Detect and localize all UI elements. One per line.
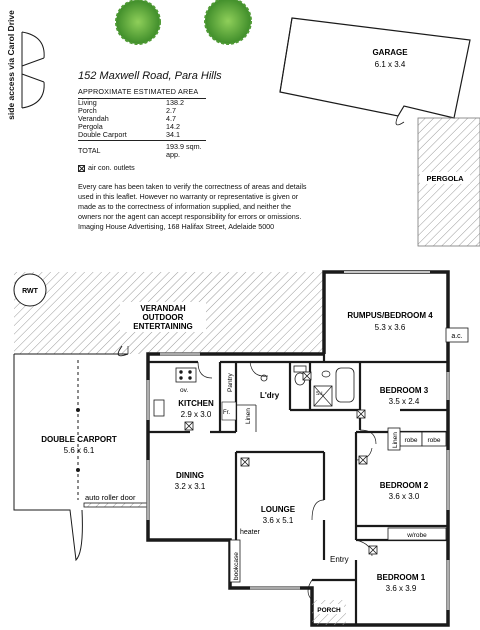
garage-size: 6.1 x 3.4 (375, 60, 406, 69)
pergola-label: PERGOLA (426, 174, 464, 183)
side-access-gate (21, 31, 45, 109)
rainwater-tank (13, 273, 47, 307)
verandah-line-1: VERANDAH (140, 304, 186, 313)
legend: air con. outlets (78, 163, 308, 173)
verandah-line-2: OUTDOOR (143, 313, 184, 322)
wrobe-box (387, 527, 447, 541)
bedroom3-name: BEDROOM 3 (380, 386, 429, 395)
disclaimer: Every care has been taken to verify the … (78, 182, 310, 232)
linen-label-hall: Linen (392, 432, 399, 448)
roller-door (83, 502, 149, 508)
porch-label: PORCH (317, 607, 341, 614)
kitchen-size: 2.9 x 3.0 (181, 410, 212, 419)
oven-label: ov. (180, 387, 188, 394)
area-title: APPROXIMATE ESTIMATED AREA (78, 87, 206, 99)
carport-size: 5.6 x 6.1 (64, 446, 95, 455)
entry-label: Entry (330, 555, 349, 564)
window-glazing (147, 353, 449, 610)
pantry-label: Pantry (227, 372, 234, 392)
bedroom2-name: BEDROOM 2 (380, 481, 429, 490)
disclaimer-text: Every care has been taken to verify the … (78, 181, 307, 221)
cooktop-burners (179, 370, 192, 380)
lounge-size: 3.6 x 5.1 (263, 516, 294, 525)
double-carport (13, 345, 129, 562)
sink-icon (153, 399, 165, 417)
ac-tag-label: a.c. (451, 333, 462, 340)
property-info: 152 Maxwell Road, Para Hills APPROXIMATE… (78, 70, 308, 232)
trough-icon (260, 374, 268, 382)
legend-label: air con. outlets (88, 163, 135, 173)
garage (279, 17, 471, 126)
tree-icon (204, 0, 252, 45)
dining-name: DINING (176, 471, 204, 480)
imprint-text: Imaging House Advertising, 168 Halifax S… (78, 221, 275, 231)
bedroom1-name: BEDROOM 1 (377, 573, 426, 582)
robe-bed3-2 (421, 431, 447, 447)
lounge-name: LOUNGE (261, 505, 296, 514)
basin-icon (321, 370, 331, 378)
linen-cupboard (387, 427, 401, 451)
bath-icon (335, 367, 355, 403)
rwt-label: RWT (22, 288, 39, 295)
kitchen-name: KITCHEN (178, 399, 214, 408)
tree-icon (115, 0, 161, 45)
rumpus-name: RUMPUS/BEDROOM 4 (347, 311, 433, 320)
laundry-label: L'dry (260, 391, 280, 400)
roller-door-label: auto roller door (85, 493, 136, 502)
linen-label-kitchen: Linen (245, 408, 252, 424)
cooktop-icon (175, 367, 197, 383)
aircon-legend-icon (78, 164, 85, 172)
bedroom1-size: 3.6 x 3.9 (386, 584, 417, 593)
shower-label: S.i. (316, 391, 324, 397)
heater-label: heater (240, 529, 261, 536)
bedroom2-size: 3.6 x 3.0 (389, 492, 420, 501)
ac-tag (445, 327, 469, 343)
fridge-space (221, 401, 237, 421)
property-address: 152 Maxwell Road, Para Hills (78, 70, 222, 82)
bookcase (229, 539, 241, 583)
carport-name: DOUBLE CARPORT (41, 435, 117, 444)
rumpus-size: 5.3 x 3.6 (375, 323, 406, 332)
side-access-label: side access via Carol Drive (6, 10, 16, 120)
garage-name: GARAGE (372, 48, 408, 57)
dining-size: 3.2 x 3.1 (175, 482, 206, 491)
bookcase-label: bookcase (233, 552, 240, 580)
fridge-label: Fr. (223, 410, 230, 416)
robe-label-1: robe (404, 437, 417, 444)
verandah-line-3: ENTERTAINING (133, 322, 192, 331)
robe-label-2: robe (427, 437, 440, 444)
wrobe-label: w/robe (406, 532, 427, 539)
aircon-outlet-icon (184, 371, 378, 555)
bedroom3-size: 3.5 x 2.4 (389, 397, 420, 406)
